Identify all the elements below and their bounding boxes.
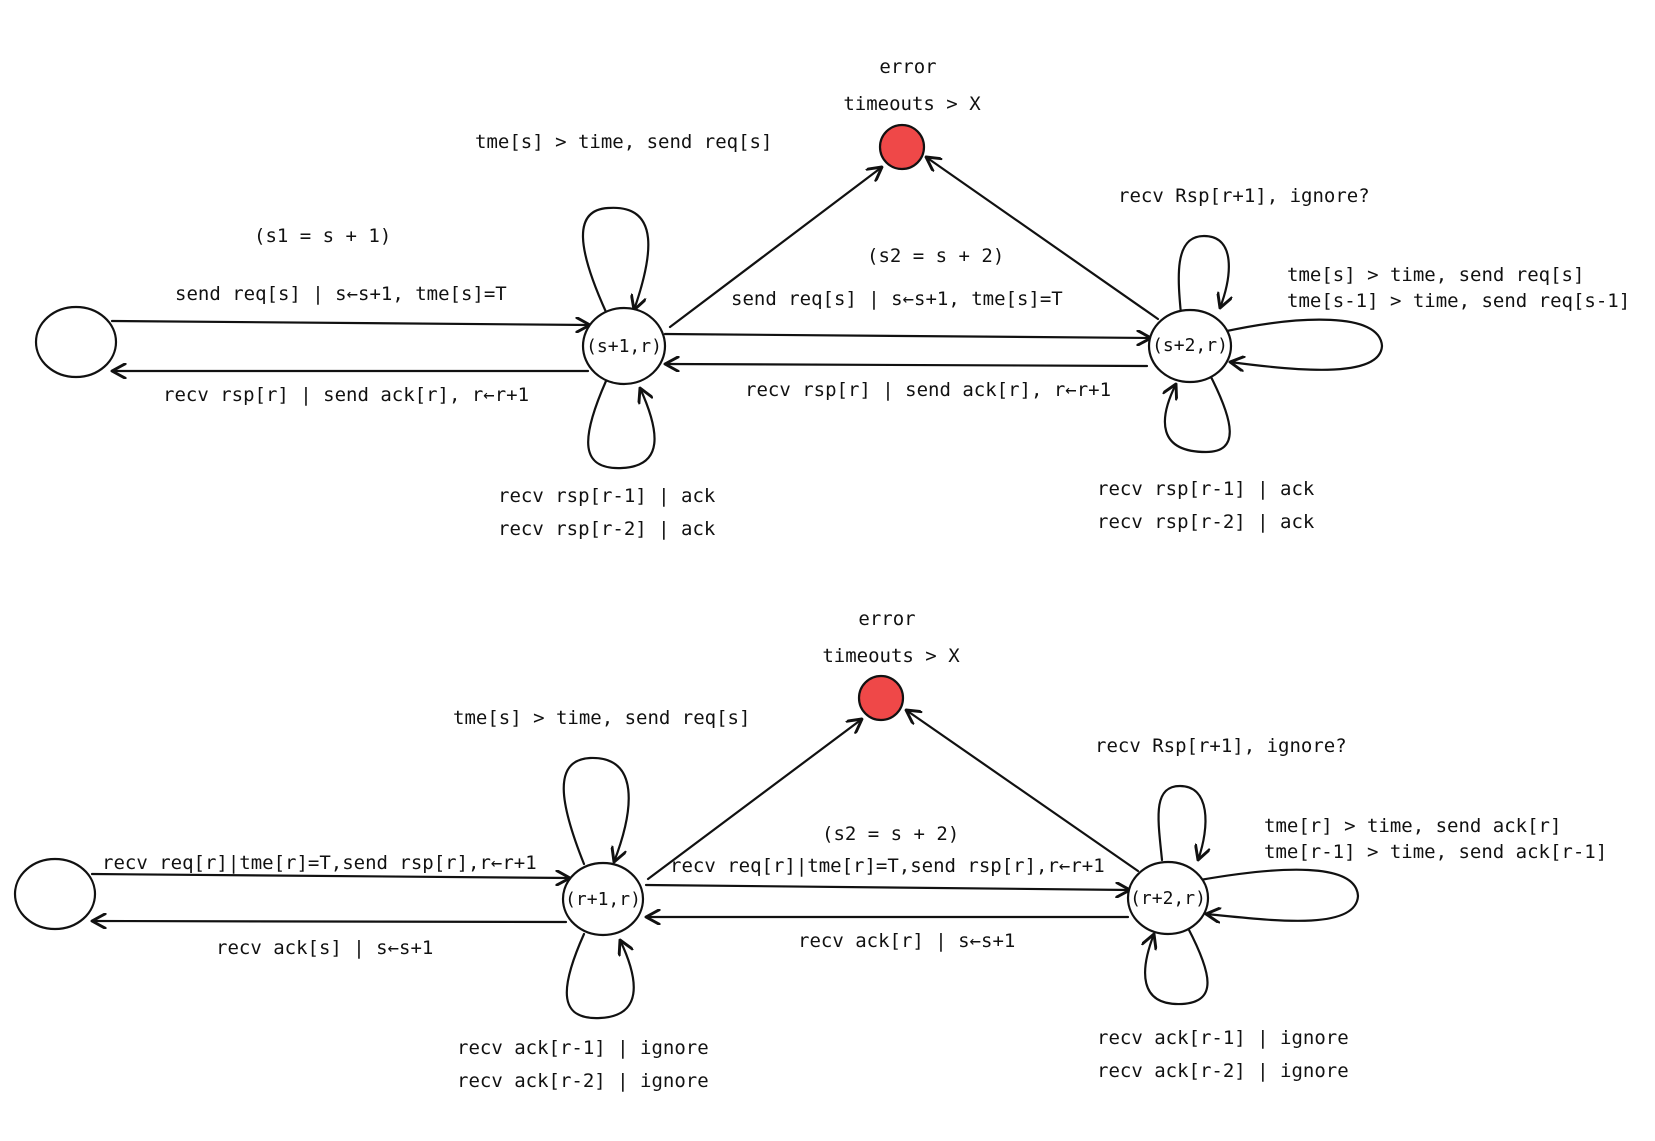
receiver-edge-init-to-1-label: recv req[r]|tme[r]=T,send rsp[r],r←r+1 <box>102 852 537 874</box>
receiver-state-1 <box>561 861 645 937</box>
sender-loop2-bottom-line2: recv rsp[r-2] | ack <box>1097 511 1315 533</box>
loop-s1-bottom <box>587 379 656 470</box>
edge-r1-to-r2 <box>644 885 1130 890</box>
receiver-edge-1-to-init-label: recv ack[s] | s←s+1 <box>216 937 433 959</box>
sender-loop2-top-label: recv Rsp[r+1], ignore? <box>1118 185 1370 207</box>
sender-initial-state <box>34 305 118 379</box>
edge-r1-to-error <box>646 719 862 881</box>
receiver-initial-state <box>13 857 97 931</box>
edge-init-to-s1 <box>110 321 590 325</box>
sender-loop1-bottom-line1: recv rsp[r-1] | ack <box>498 485 716 507</box>
receiver-loop1-bottom-line2: recv ack[r-2] | ignore <box>457 1070 709 1092</box>
receiver-loop2-top-label: recv Rsp[r+1], ignore? <box>1095 735 1347 757</box>
sender-edge-1-to-2-label: send req[s] | s←s+1, tme[s]=T <box>731 288 1063 310</box>
receiver-state-2-label: (r+2,r) <box>1130 888 1206 909</box>
receiver-error-state <box>857 674 905 722</box>
receiver-loop1-bottom-line1: recv ack[r-1] | ignore <box>457 1037 709 1059</box>
sender-edge-2-to-1-label: recv rsp[r] | send ack[r], r←r+1 <box>745 379 1111 401</box>
loop-r1-bottom <box>565 932 635 1020</box>
loop-s2-right <box>1220 318 1384 370</box>
loop-s2-top <box>1177 234 1229 327</box>
sender-state-1-label: (s+1,r) <box>586 336 662 357</box>
sender-error-label: error <box>879 56 936 78</box>
edge-s2-to-error <box>926 157 1160 321</box>
receiver-error-label: error <box>858 608 915 630</box>
receiver-s2-note: (s2 = s + 2) <box>822 823 959 845</box>
sender-error-state <box>878 123 926 171</box>
sender-state-2 <box>1147 308 1233 384</box>
receiver-loop1-top-label: tme[s] > time, send req[s] <box>453 707 750 729</box>
loop-s1-top <box>581 206 650 314</box>
sender-loop2-right-line2: tme[s-1] > time, send req[s-1] <box>1287 290 1630 312</box>
edge-s1-to-error <box>668 167 882 329</box>
sender-state-1 <box>581 306 667 386</box>
loop-r2-right <box>1198 868 1360 921</box>
receiver-state-1-label: (r+1,r) <box>565 889 641 910</box>
sender-state-2-label: (s+2,r) <box>1152 335 1228 356</box>
edge-r1-to-r-init <box>92 921 568 922</box>
loop-r1-top <box>562 756 630 866</box>
receiver-loop2-bottom-line2: recv ack[r-2] | ignore <box>1097 1060 1349 1082</box>
receiver-loop2-right-line2: tme[r-1] > time, send ack[r-1] <box>1264 841 1607 863</box>
sender-edge-init-to-1-label: send req[s] | s←s+1, tme[s]=T <box>175 283 507 305</box>
sender-loop2-bottom-line1: recv rsp[r-1] | ack <box>1097 478 1315 500</box>
receiver-diagram: (r+1,r) (r+2,r) error timeouts > X tme[s… <box>13 608 1607 1092</box>
receiver-timeouts-label: timeouts > X <box>822 645 960 667</box>
receiver-edge-1-to-2-label: recv req[r]|tme[r]=T,send rsp[r],r←r+1 <box>670 855 1105 877</box>
sender-edge-1-to-init-label: recv rsp[r] | send ack[r], r←r+1 <box>163 384 529 406</box>
receiver-edge-2-to-1-label: recv ack[r] | s←s+1 <box>798 930 1015 952</box>
edge-r-init-to-r1 <box>90 874 570 878</box>
loop-r2-top <box>1157 784 1206 860</box>
edge-s1-to-s2 <box>663 334 1151 338</box>
sender-loop2-right-line1: tme[s] > time, send req[s] <box>1287 264 1584 286</box>
sender-s1-note: (s1 = s + 1) <box>254 225 391 247</box>
edge-s2-to-s1 <box>665 364 1149 366</box>
loop-s2-bottom <box>1165 373 1231 454</box>
sender-timeouts-label: timeouts > X <box>843 93 981 115</box>
sender-loop1-bottom-line2: recv rsp[r-2] | ack <box>498 518 716 540</box>
sender-diagram: (s+1,r) (s+2,r) error timeouts > X tme[s… <box>34 56 1630 540</box>
sender-s2-note: (s2 = s + 2) <box>867 245 1004 267</box>
receiver-loop2-right-line1: tme[r] > time, send ack[r] <box>1264 815 1561 837</box>
edge-r2-to-error <box>906 710 1140 873</box>
receiver-loop2-bottom-line1: recv ack[r-1] | ignore <box>1097 1027 1349 1049</box>
sender-loop1-top-label: tme[s] > time, send req[s] <box>475 131 772 153</box>
loop-r2-bottom <box>1145 926 1209 1006</box>
receiver-state-2 <box>1126 860 1210 936</box>
